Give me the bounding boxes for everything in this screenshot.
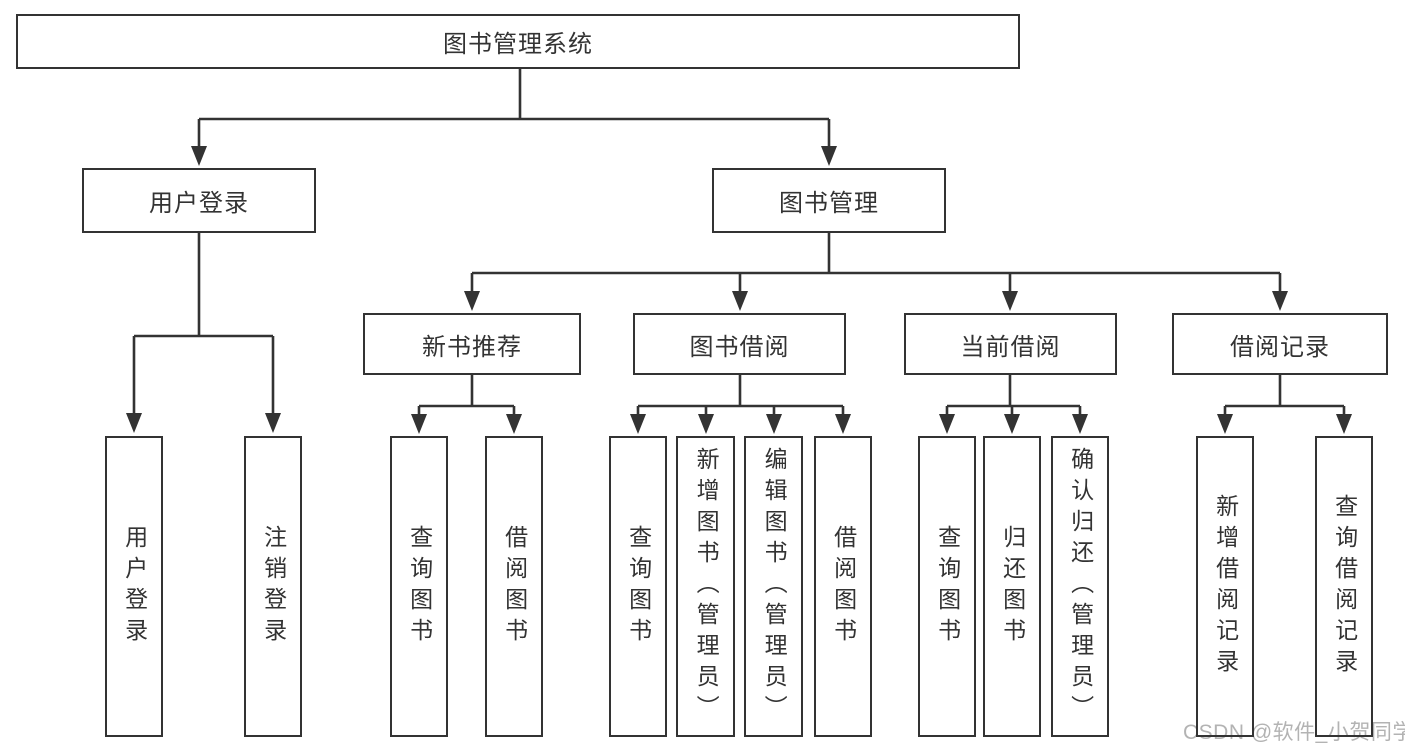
leaf-user-login-label: 用户登录 bbox=[121, 524, 148, 649]
leaf-query-books-recommend-label: 查询图书 bbox=[406, 524, 433, 649]
leaf-query-books-borrow-label: 查询图书 bbox=[625, 524, 652, 649]
node-root-label: 图书管理系统 bbox=[443, 31, 593, 58]
leaf-query-borrow-record: 查询借阅记录 bbox=[1315, 436, 1373, 737]
node-borrow-records: 借阅记录 bbox=[1172, 313, 1388, 375]
leaf-return-book-label: 归还图书 bbox=[999, 524, 1026, 649]
connector-root-to-level2 bbox=[191, 68, 837, 166]
leaf-borrow-books-label: 借阅图书 bbox=[830, 524, 857, 649]
node-book-borrow-label: 图书借阅 bbox=[689, 333, 790, 361]
node-book-management: 图书管理 bbox=[712, 168, 946, 233]
node-user-login: 用户登录 bbox=[82, 168, 316, 233]
leaf-add-book-admin: 新增图书（管理员） bbox=[676, 436, 735, 737]
node-borrow-records-label: 借阅记录 bbox=[1230, 333, 1330, 361]
connector-current-borrow-branch bbox=[939, 375, 1088, 434]
node-book-management-label: 图书管理 bbox=[779, 190, 879, 217]
connector-book-management-branch bbox=[464, 233, 1288, 311]
node-book-borrow: 图书借阅 bbox=[633, 313, 846, 375]
leaf-query-books-current-label: 查询图书 bbox=[934, 524, 961, 649]
node-current-borrow-label: 当前借阅 bbox=[960, 333, 1061, 361]
leaf-edit-book-admin-label: 编辑图书（管理员） bbox=[761, 447, 788, 726]
leaf-borrow-books-recommend: 借阅图书 bbox=[485, 436, 543, 737]
leaf-query-books-borrow: 查询图书 bbox=[609, 436, 667, 737]
leaf-query-borrow-record-label: 查询借阅记录 bbox=[1331, 493, 1358, 680]
leaf-user-login: 用户登录 bbox=[105, 436, 163, 737]
leaf-borrow-books-recommend-label: 借阅图书 bbox=[501, 524, 528, 649]
leaf-add-borrow-record-label: 新增借阅记录 bbox=[1212, 493, 1239, 680]
leaf-borrow-books: 借阅图书 bbox=[814, 436, 872, 737]
node-current-borrow: 当前借阅 bbox=[904, 313, 1117, 375]
connector-user-login-branch bbox=[126, 233, 281, 433]
connector-borrow-records-branch bbox=[1217, 375, 1352, 434]
leaf-logout-label: 注销登录 bbox=[260, 524, 287, 649]
leaf-logout: 注销登录 bbox=[244, 436, 302, 737]
node-new-book-recommend: 新书推荐 bbox=[363, 313, 581, 375]
leaf-return-book: 归还图书 bbox=[983, 436, 1041, 737]
watermark: CSDN @软件_小贺同学 bbox=[1183, 721, 1405, 744]
node-root: 图书管理系统 bbox=[16, 14, 1020, 69]
connector-new-book-branch bbox=[411, 375, 522, 434]
node-new-book-recommend-label: 新书推荐 bbox=[422, 333, 522, 361]
node-user-login-label: 用户登录 bbox=[149, 190, 249, 217]
leaf-query-books-current: 查询图书 bbox=[918, 436, 976, 737]
leaf-edit-book-admin: 编辑图书（管理员） bbox=[744, 436, 803, 737]
leaf-add-book-admin-label: 新增图书（管理员） bbox=[693, 447, 720, 726]
connector-book-borrow-branch bbox=[630, 375, 851, 434]
leaf-add-borrow-record: 新增借阅记录 bbox=[1196, 436, 1254, 737]
leaf-confirm-return-admin: 确认归还（管理员） bbox=[1051, 436, 1109, 737]
leaf-confirm-return-admin-label: 确认归还（管理员） bbox=[1067, 447, 1094, 726]
leaf-query-books-recommend: 查询图书 bbox=[390, 436, 448, 737]
